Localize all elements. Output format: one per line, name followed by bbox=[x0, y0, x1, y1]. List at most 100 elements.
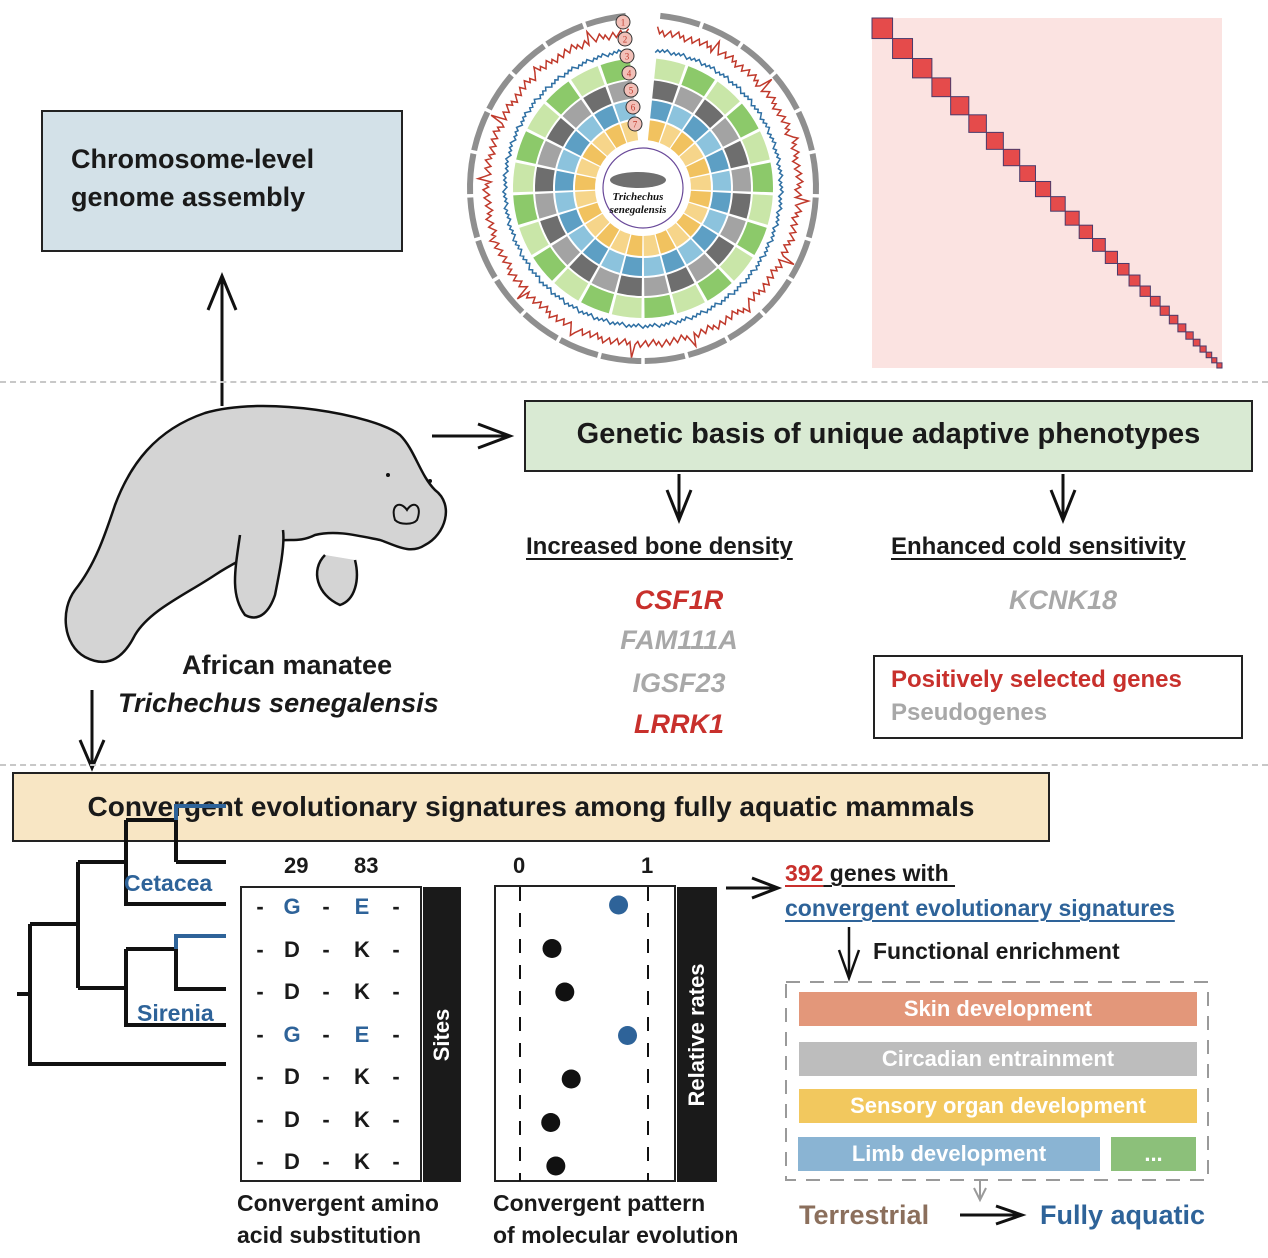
circos-heat-track-4 bbox=[540, 215, 566, 244]
circos-heat-track-5 bbox=[557, 149, 581, 173]
circos-heat-track-4 bbox=[591, 267, 620, 293]
amino-acid: K bbox=[354, 936, 370, 962]
alignment-gap: - bbox=[256, 1021, 264, 1047]
chromosome-segment bbox=[511, 43, 546, 75]
alignment-gap: - bbox=[322, 894, 330, 919]
chromosome-segment bbox=[788, 239, 811, 280]
hic-chromosome-block bbox=[1185, 331, 1194, 340]
rate-dot bbox=[618, 1026, 638, 1045]
legend-positive: Positively selected genes bbox=[891, 666, 1182, 693]
circos-heat-track-4 bbox=[583, 86, 612, 114]
chromosome-segment bbox=[467, 197, 481, 239]
convergent-banner-title: Convergent evolutionary signatures among… bbox=[87, 791, 975, 822]
circos-heat-track-3 bbox=[726, 103, 759, 138]
convergent-banner: Convergent evolutionary signatures among… bbox=[12, 772, 1050, 842]
circos-heat-track-4 bbox=[723, 140, 749, 169]
circos-heat-track-4 bbox=[551, 236, 581, 266]
circos-heat-track-6 bbox=[605, 124, 627, 149]
hic-chromosome-block bbox=[912, 58, 933, 79]
chromosome-segment bbox=[809, 153, 819, 195]
alignment-gap: - bbox=[256, 894, 264, 919]
track-number-badge bbox=[619, 48, 635, 64]
circos-center-label: senegalensis bbox=[609, 204, 667, 216]
alignment-gap: - bbox=[322, 1149, 330, 1174]
circos-heat-track-6 bbox=[575, 190, 597, 208]
circos-heat-track-5 bbox=[621, 255, 643, 276]
circos-heat-track-5 bbox=[691, 225, 718, 251]
hic-chromosome-block bbox=[1128, 274, 1141, 287]
circos-heat-track-6 bbox=[575, 174, 596, 191]
circos-heat-track-4 bbox=[729, 193, 751, 219]
hic-chromosome-block bbox=[1192, 338, 1201, 347]
sites-caption-line1: Convergent amino bbox=[237, 1190, 439, 1216]
circos-heat-track-3 bbox=[654, 58, 686, 85]
center-manatee-icon bbox=[610, 172, 666, 188]
circos-heat-track-6 bbox=[585, 213, 610, 237]
track-number-badge bbox=[627, 116, 643, 132]
chromosome-segment bbox=[805, 197, 819, 239]
circos-track-2 bbox=[501, 48, 785, 330]
rate-axis-tick-0: 0 bbox=[513, 853, 526, 878]
circos-heat-track-5 bbox=[702, 209, 727, 234]
circos-track-1 bbox=[475, 26, 812, 358]
site-position-29: 29 bbox=[284, 853, 309, 878]
circos-heat-track-6 bbox=[610, 230, 631, 254]
hic-chromosome-block bbox=[968, 114, 987, 133]
chromosome-segment bbox=[701, 22, 741, 47]
circos-heat-track-4 bbox=[731, 166, 751, 192]
hic-chromosome-block bbox=[1116, 262, 1130, 276]
manatee-illustration bbox=[64, 404, 447, 664]
hic-chromosome-block bbox=[1034, 180, 1052, 198]
hic-chromosome-block bbox=[950, 96, 970, 116]
chromosome-segment bbox=[740, 43, 775, 75]
circos-heat-track-5 bbox=[643, 255, 665, 276]
circos-heat-track-4 bbox=[617, 275, 642, 296]
assembly-title-line1: Chromosome-level bbox=[71, 144, 315, 174]
chromosome-segment bbox=[475, 239, 498, 280]
chromosome-segment bbox=[545, 22, 585, 47]
manatee-flipper-rear bbox=[315, 554, 359, 607]
track-number-badge bbox=[625, 99, 641, 115]
alignment-gap: - bbox=[322, 1064, 330, 1089]
circos-heat-track-6 bbox=[643, 234, 660, 256]
circos-heat-track-6 bbox=[676, 213, 701, 237]
hic-chromosome-block bbox=[1104, 250, 1118, 264]
hic-chromosome-block bbox=[1159, 305, 1170, 316]
circos-heat-track-3 bbox=[554, 268, 589, 301]
track-number: 3 bbox=[625, 52, 630, 62]
circos-heat-track-3 bbox=[737, 221, 767, 256]
circos-heat-track-4 bbox=[562, 99, 592, 128]
chromosome-segment bbox=[687, 337, 728, 358]
chromosome-segment bbox=[467, 153, 477, 195]
circos-heat-track-5 bbox=[677, 239, 704, 265]
chromosome-segment bbox=[761, 278, 792, 314]
hic-chromosome-block bbox=[871, 17, 894, 40]
alignment-gap: - bbox=[392, 1149, 400, 1174]
relative-rates-plot bbox=[494, 885, 676, 1182]
circos-heat-track-5 bbox=[667, 105, 692, 130]
hic-chromosome-block bbox=[1002, 148, 1021, 167]
alignment-gap: - bbox=[256, 1149, 264, 1174]
rate-dot bbox=[561, 1069, 581, 1089]
functional-enrichment-label: Functional enrichment bbox=[873, 938, 1120, 964]
circos-heat-track-6 bbox=[689, 190, 711, 208]
circos-heat-track-6 bbox=[666, 223, 690, 247]
gene-count-line: 392 genes with bbox=[785, 860, 955, 887]
amino-acid: D bbox=[284, 979, 300, 1004]
circos-heat-track-4 bbox=[537, 140, 563, 169]
assembly-box: Chromosome-level genome assembly bbox=[41, 110, 403, 252]
alignment-gap: - bbox=[392, 979, 400, 1004]
chromosome-segment bbox=[659, 12, 701, 28]
circos-heat-track-3 bbox=[750, 162, 773, 193]
circos-center-label: Trichechus bbox=[613, 191, 664, 203]
circos-heat-track-4 bbox=[720, 215, 746, 244]
manatee-flipper-front bbox=[233, 529, 285, 619]
hic-chromosome-block bbox=[1139, 285, 1151, 297]
circos-heat-track-3 bbox=[706, 81, 740, 115]
clade-cetacea: Cetacea bbox=[124, 870, 213, 896]
circos-heat-track-5 bbox=[564, 130, 590, 156]
alignment-gap: - bbox=[392, 936, 400, 962]
circos-heat-track-3 bbox=[513, 194, 538, 225]
circos-heat-track-5 bbox=[711, 170, 731, 191]
rates-caption-line2: of molecular evolution bbox=[493, 1222, 739, 1248]
